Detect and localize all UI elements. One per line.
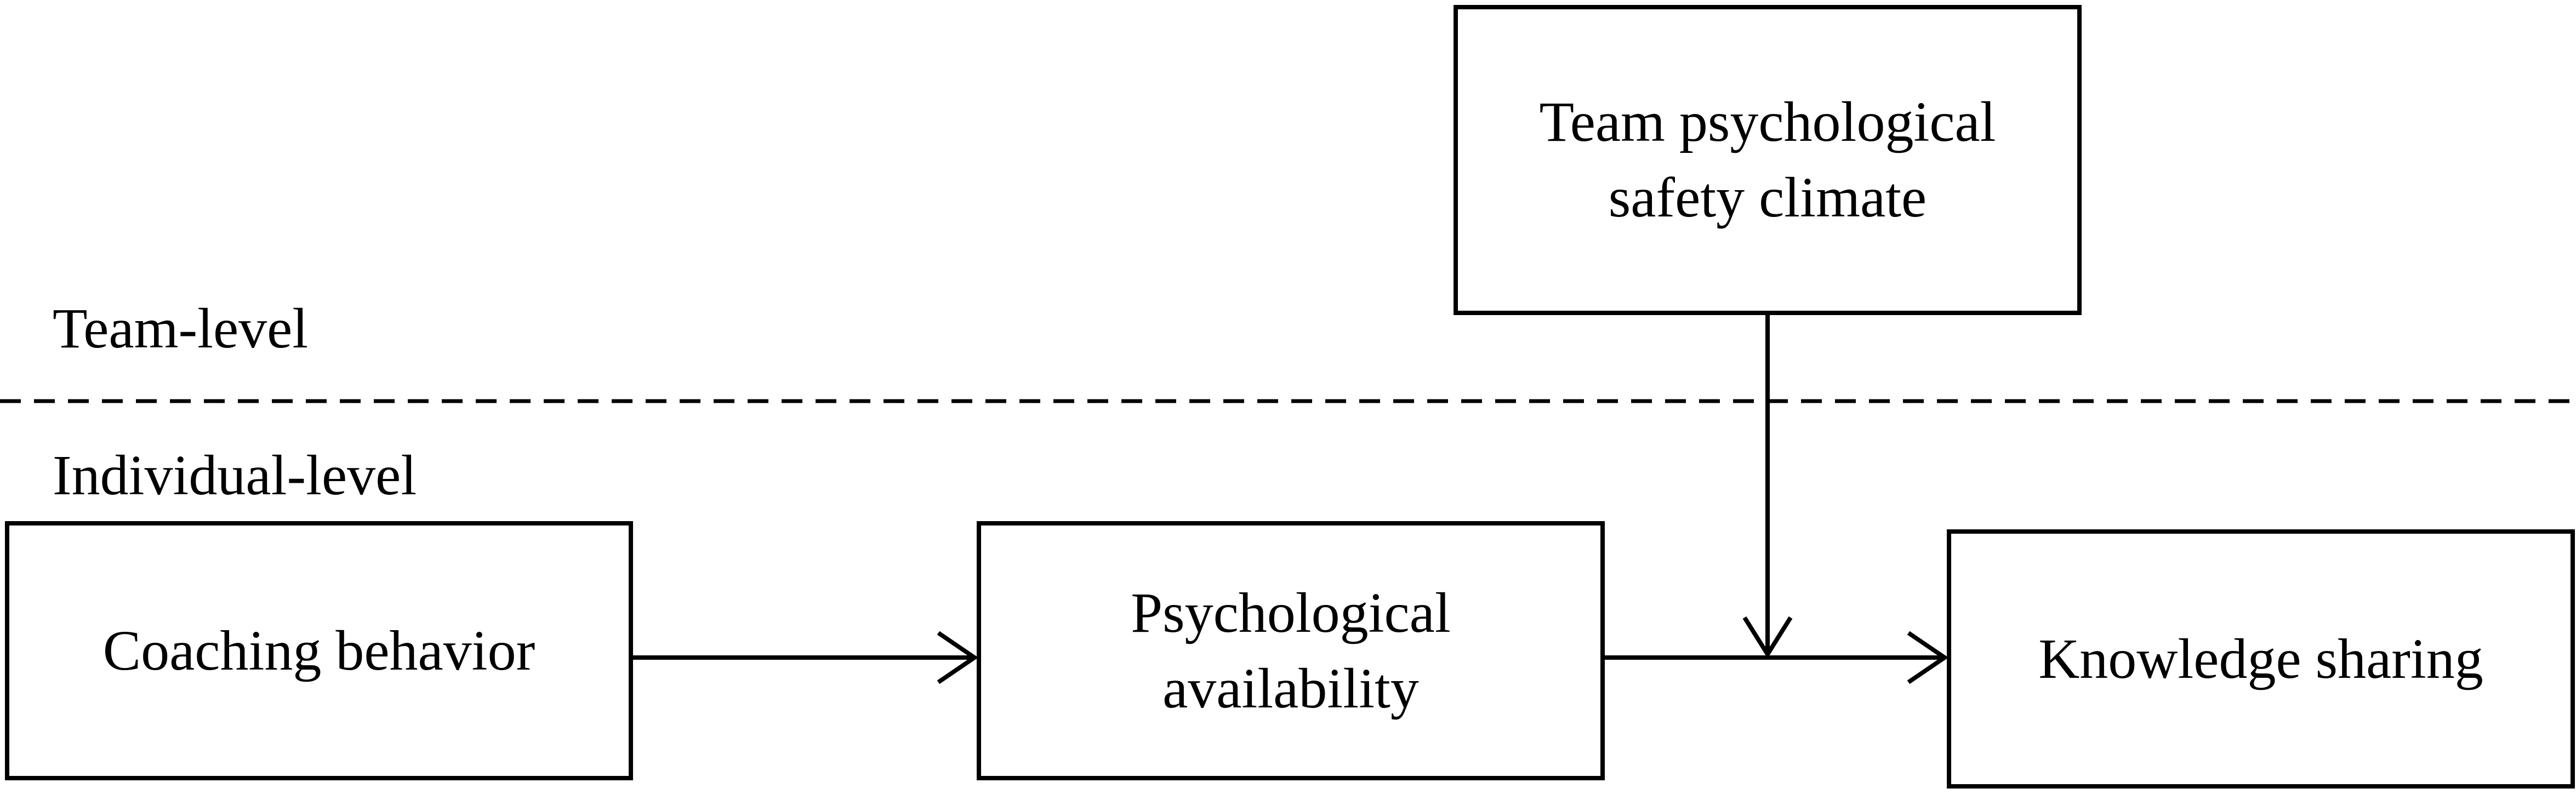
arrowhead-moderator-to-path <box>1742 616 1793 659</box>
box-team-psychological-safety-climate: Team psychological safety climate <box>1454 5 2082 315</box>
box-coaching-text: Coaching behavior <box>102 619 535 682</box>
box-climate-text: Team psychological safety climate <box>1539 84 1996 236</box>
box-availability-text: Psychological availability <box>1131 575 1450 727</box>
team-level-label: Team-level <box>53 297 309 360</box>
box-knowledge-text: Knowledge sharing <box>2038 627 2483 690</box>
box-psychological-availability: Psychological availability <box>977 521 1605 780</box>
box-availability-line1: Psychological <box>1131 581 1451 644</box>
box-knowledge-sharing: Knowledge sharing <box>1947 529 2575 789</box>
arrowhead-coaching-to-availability <box>937 631 979 684</box>
box-climate-line2: safety climate <box>1608 166 1927 229</box>
box-availability-line2: availability <box>1162 656 1419 720</box>
box-coaching-behavior: Coaching behavior <box>5 521 633 780</box>
box-climate-line1: Team psychological <box>1539 90 1996 153</box>
arrowhead-availability-to-knowledge <box>1907 631 1949 684</box>
individual-level-label: Individual-level <box>53 444 417 507</box>
